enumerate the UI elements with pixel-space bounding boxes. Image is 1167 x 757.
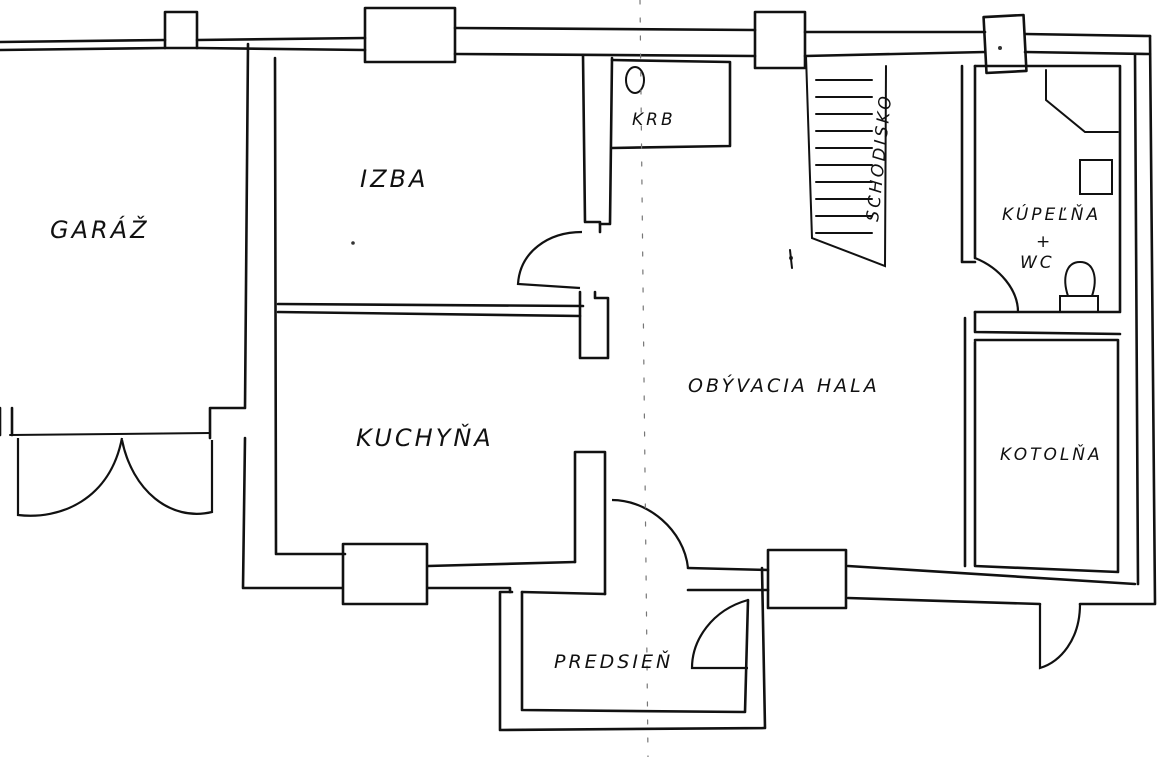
doors — [16, 0, 1082, 757]
window-kitchen — [341, 542, 429, 606]
pencil-marks — [351, 46, 1002, 269]
label-kitchen: KUCHYŇA — [356, 423, 494, 452]
label-room: IZBA — [360, 165, 428, 193]
interior-walls — [276, 53, 1122, 732]
bathroom-fixtures — [1045, 69, 1119, 313]
window-hall-bottom — [766, 548, 848, 610]
window-bathroom — [982, 13, 1028, 75]
stairs-treads — [815, 79, 873, 234]
window-hall-top — [753, 10, 807, 70]
door-entrance-inner — [690, 598, 749, 670]
window-garage — [163, 10, 199, 50]
door-bathroom — [974, 256, 1020, 313]
bathtub-icon — [1045, 69, 1119, 133]
label-bathroom-plus: + — [1036, 232, 1053, 252]
label-fireplace: KRB — [632, 110, 676, 130]
fireplace — [610, 58, 732, 150]
label-living-hall: OBÝVACIA HALA — [688, 374, 880, 397]
door-garage-left — [16, 437, 124, 517]
sink-icon — [1079, 159, 1113, 195]
label-entrance-hall: PREDSIEŇ — [554, 650, 673, 673]
label-bathroom: KÚPEĽŇA — [1002, 203, 1101, 225]
outer-walls — [0, 26, 1157, 606]
label-garage: GARÁŽ — [50, 215, 150, 244]
door-room — [516, 230, 583, 290]
door-outside-right — [1038, 603, 1082, 670]
door-hall-entrance — [611, 498, 690, 569]
label-boiler-room: KOTOLŇA — [1000, 443, 1103, 465]
windows — [163, 6, 1028, 610]
label-stairs: SCHODISKO — [863, 92, 896, 222]
fireplace-flue-icon — [625, 66, 645, 94]
door-garage-right — [120, 439, 214, 515]
toilet-icon — [1059, 260, 1099, 313]
window-room — [363, 6, 457, 64]
label-wc: WC — [1020, 253, 1055, 273]
